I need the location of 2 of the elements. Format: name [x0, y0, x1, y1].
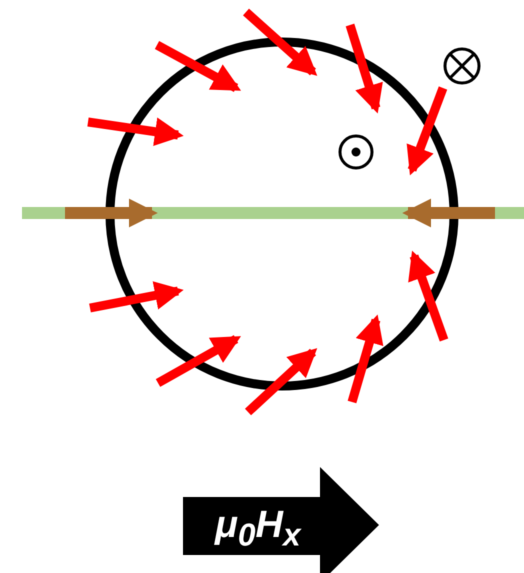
field-label: μ$_{0}$H$_{x}$	[215, 503, 301, 555]
block-arrow	[183, 467, 379, 573]
